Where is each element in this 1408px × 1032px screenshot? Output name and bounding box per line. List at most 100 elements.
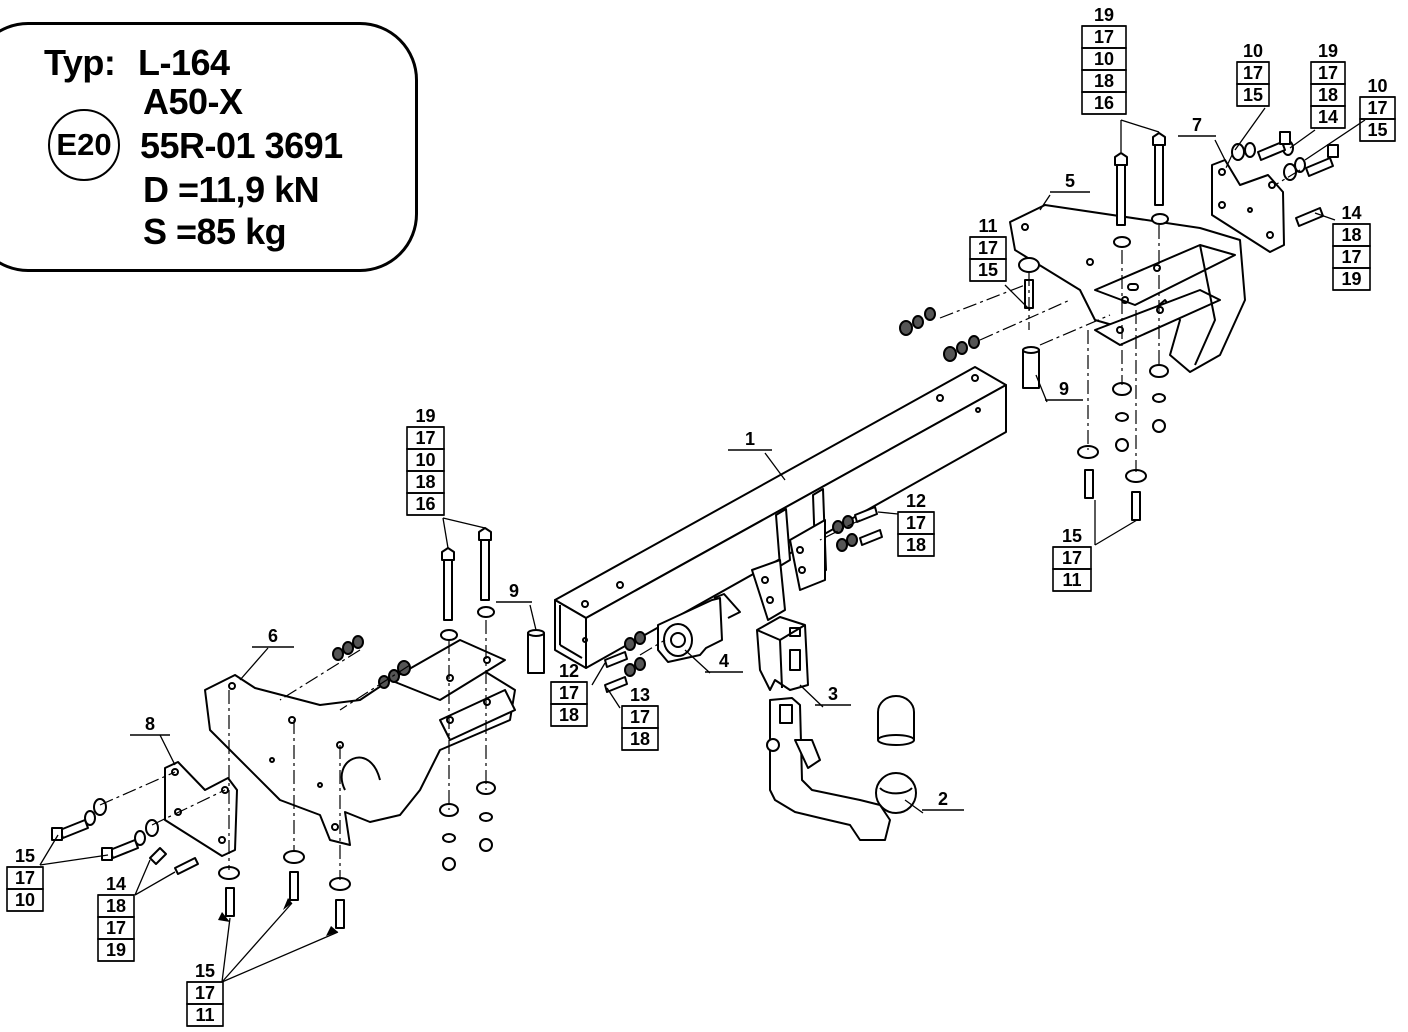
- callout-number: 17: [630, 707, 650, 727]
- callout-number: 8: [145, 714, 155, 734]
- callout-number: 2: [938, 789, 948, 809]
- approval-mark: E20: [48, 109, 120, 181]
- callout-number: 4: [719, 651, 729, 671]
- callout-number: 17: [1341, 247, 1361, 267]
- model-number: L-164: [138, 42, 230, 83]
- callout-number: 15: [15, 846, 35, 866]
- callout-number: 19: [1318, 41, 1338, 61]
- callout-number: 17: [1243, 63, 1263, 83]
- callout-box: [621, 727, 659, 751]
- lbl-part-8: 8: [130, 714, 170, 736]
- right-side-bracket: [1009, 204, 1246, 373]
- callout-number: 16: [1094, 93, 1114, 113]
- callout-number: 10: [415, 450, 435, 470]
- callout-box: [1359, 118, 1396, 142]
- spacer-sleeve-left: [527, 629, 545, 674]
- d-value: D =11,9 kN: [143, 169, 320, 210]
- callout-number: 10: [1094, 49, 1114, 69]
- callout-number: 3: [828, 684, 838, 704]
- left-side-bracket: [204, 639, 516, 846]
- leader-arrowheads: [218, 898, 338, 936]
- callout-box: [1052, 568, 1092, 592]
- callout-number: 18: [415, 472, 435, 492]
- callout-box: [186, 1003, 224, 1027]
- right-end-plate: [1211, 159, 1285, 253]
- callout-number: 15: [1243, 85, 1263, 105]
- long-bolts-left: [441, 527, 492, 621]
- callout-number: 19: [415, 406, 435, 426]
- callout-number: 14: [1318, 107, 1338, 127]
- callout-number: 11: [978, 216, 997, 236]
- washers-and-nuts: [84, 140, 1306, 891]
- callout-number: 12: [559, 661, 579, 681]
- callout-number: 11: [195, 1005, 214, 1025]
- callout-number: 16: [415, 494, 435, 514]
- left-end-plate: [164, 761, 238, 857]
- callout-number: 12: [906, 491, 926, 511]
- callout-number: 17: [559, 683, 579, 703]
- tow-ball-neck: [766, 697, 917, 841]
- callout-box: [406, 492, 445, 516]
- callout-box: [97, 938, 135, 962]
- callout-number: 14: [1341, 203, 1361, 223]
- callout-number: 17: [15, 868, 35, 888]
- callout-number: 15: [1062, 526, 1082, 546]
- lbl-part-1: 1: [728, 429, 772, 451]
- lbl-part-9-right: 9: [1045, 379, 1083, 401]
- callout-box: [550, 703, 588, 727]
- callout-box: [1081, 91, 1127, 115]
- lbl-part-4: 4: [705, 651, 743, 673]
- callout-number: 9: [1059, 379, 1069, 399]
- callout-number: 18: [559, 705, 579, 725]
- callout-number: 10: [1243, 41, 1263, 61]
- ball-holder-housing: [756, 616, 809, 691]
- callout-number: 19: [106, 940, 126, 960]
- callout-number: 17: [106, 918, 126, 938]
- lbl-part-9-left: 9: [496, 581, 532, 603]
- callout-number: 19: [1341, 269, 1361, 289]
- callout-box: [969, 258, 1007, 282]
- callout-number: 18: [106, 896, 126, 916]
- callout-number: 15: [1367, 120, 1387, 140]
- callout-number: 6: [268, 626, 278, 646]
- callout-number: 10: [1367, 76, 1387, 96]
- callout-number: 1: [745, 429, 755, 449]
- nut-rows: [332, 307, 980, 689]
- callout-number: 15: [978, 260, 998, 280]
- callout-number: 17: [978, 238, 998, 258]
- callout-number: 17: [415, 428, 435, 448]
- ball-cover-cap: [877, 695, 915, 746]
- callout-number: 9: [509, 581, 519, 601]
- s-value: S =85 kg: [143, 211, 287, 252]
- callout-box: [1332, 267, 1371, 291]
- callout-number: 18: [630, 729, 650, 749]
- callout-number: 10: [15, 890, 35, 910]
- callout-number: 17: [195, 983, 215, 1003]
- lbl-part-7: 7: [1178, 115, 1216, 137]
- callout-number: 19: [1094, 5, 1114, 25]
- callout-labels: 1917101816101715191718141017157511171514…: [6, 5, 1396, 1027]
- callout-box: [1310, 105, 1346, 129]
- callout-number: 17: [1094, 27, 1114, 47]
- typ-label: Typ:: [44, 42, 116, 83]
- socket-bracket: [657, 593, 741, 663]
- callout-number: 18: [1341, 225, 1361, 245]
- spacer-sleeve-right: [1022, 346, 1040, 389]
- callout-number: 18: [1318, 85, 1338, 105]
- callout-number: 7: [1192, 115, 1202, 135]
- callout-number: 18: [1094, 71, 1114, 91]
- callout-number: 17: [906, 513, 926, 533]
- callout-number: 5: [1065, 171, 1075, 191]
- hitch-class: A50-X: [143, 81, 243, 122]
